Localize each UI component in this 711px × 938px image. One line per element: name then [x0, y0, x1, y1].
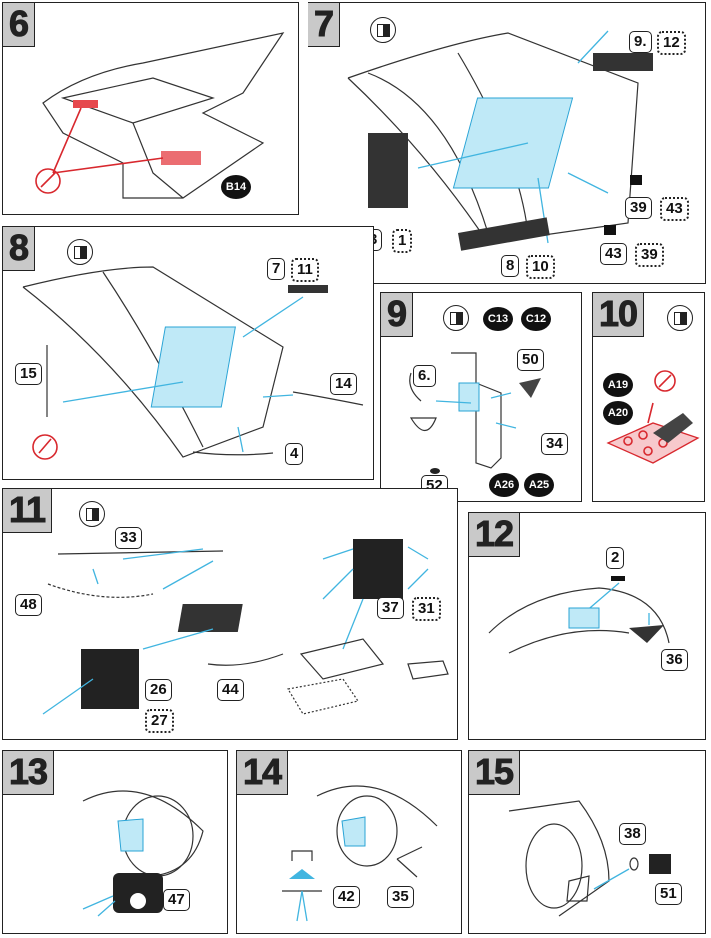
step-number: 10	[593, 293, 645, 337]
part-number: 47	[163, 889, 190, 911]
part-number: 11	[291, 258, 319, 282]
step-number: 12	[469, 513, 521, 557]
part-number: 2	[606, 547, 625, 569]
step-13-diagram	[82, 790, 204, 917]
step-number: 8	[3, 227, 36, 271]
part-number: 15	[15, 363, 42, 385]
part-number: 42	[333, 886, 360, 908]
step-9-diagram	[409, 352, 541, 474]
panel-step-14: 14 42 35	[236, 750, 462, 934]
step-12-diagram	[488, 576, 670, 654]
part-number: 35	[387, 886, 414, 908]
fold-icon	[79, 501, 105, 527]
step-number: 6	[3, 3, 36, 47]
panel-step-8: 8 7 11 15 14 4	[2, 226, 374, 480]
panel-step-12: 12 2 36	[468, 512, 706, 740]
part-number: 50	[517, 349, 544, 371]
part-number: 34	[541, 433, 568, 455]
part-pill: C12	[521, 307, 551, 331]
step-number: 9	[381, 293, 414, 337]
panel-step-13: 13 47	[2, 750, 228, 934]
part-number: 1	[392, 229, 413, 253]
step-6-diagram	[35, 32, 285, 199]
part-number: 38	[619, 823, 646, 845]
part-number: 48	[15, 594, 42, 616]
step-8-diagram	[22, 266, 364, 460]
part-number: 39	[625, 197, 652, 219]
step-number: 13	[3, 751, 55, 795]
part-number: 33	[115, 527, 142, 549]
step-number: 11	[3, 489, 53, 533]
part-pill: A25	[524, 473, 554, 497]
part-number: 6.	[413, 365, 436, 387]
step-number: 14	[237, 751, 289, 795]
step-15-diagram	[508, 800, 671, 917]
panel-step-10: 10 A19 A20	[592, 292, 705, 502]
part-number: 4	[285, 443, 304, 465]
fold-icon	[443, 305, 469, 331]
step-7-diagram	[347, 30, 653, 251]
step-10-diagram	[606, 370, 700, 464]
panel-step-15: 15 38 51	[468, 750, 706, 934]
part-number: 44	[217, 679, 244, 701]
part-pill: A26	[489, 473, 519, 497]
part-number: 9.	[629, 31, 652, 53]
part-pill: B14	[221, 175, 251, 199]
part-number: 14	[330, 373, 357, 395]
part-number: 43	[600, 243, 627, 265]
panel-step-9: 9 C13 C12 A26 A25 6. 50 34 52	[380, 292, 582, 502]
part-number: 26	[145, 679, 172, 701]
part-number: 43	[660, 197, 689, 221]
step-11-diagram	[42, 539, 449, 715]
fold-icon	[667, 305, 693, 331]
step-number: 7	[308, 3, 341, 47]
part-number: 7	[267, 258, 286, 280]
part-number: 8	[501, 255, 520, 277]
fold-icon	[370, 17, 396, 43]
part-number: 27	[145, 709, 174, 733]
part-pill: C13	[483, 307, 513, 331]
step-number: 15	[469, 751, 521, 795]
part-number: 37	[377, 597, 404, 619]
part-pill: A20	[603, 401, 633, 425]
part-number: 36	[661, 649, 688, 671]
part-number: 31	[412, 597, 441, 621]
panel-step-6: 6 B14	[2, 2, 299, 215]
panel-step-7: 7 9. 12 3 1 39 43 43 39 8 10	[308, 2, 706, 284]
step-14-diagram	[282, 785, 438, 922]
part-number: 10	[526, 255, 555, 279]
part-number: 51	[655, 883, 682, 905]
panel-step-11: 11 33 48 37 31 26 27 44	[2, 488, 458, 740]
fold-icon	[67, 239, 93, 265]
part-number: 12	[657, 31, 686, 55]
part-pill: A19	[603, 373, 633, 397]
part-number: 39	[635, 243, 664, 267]
